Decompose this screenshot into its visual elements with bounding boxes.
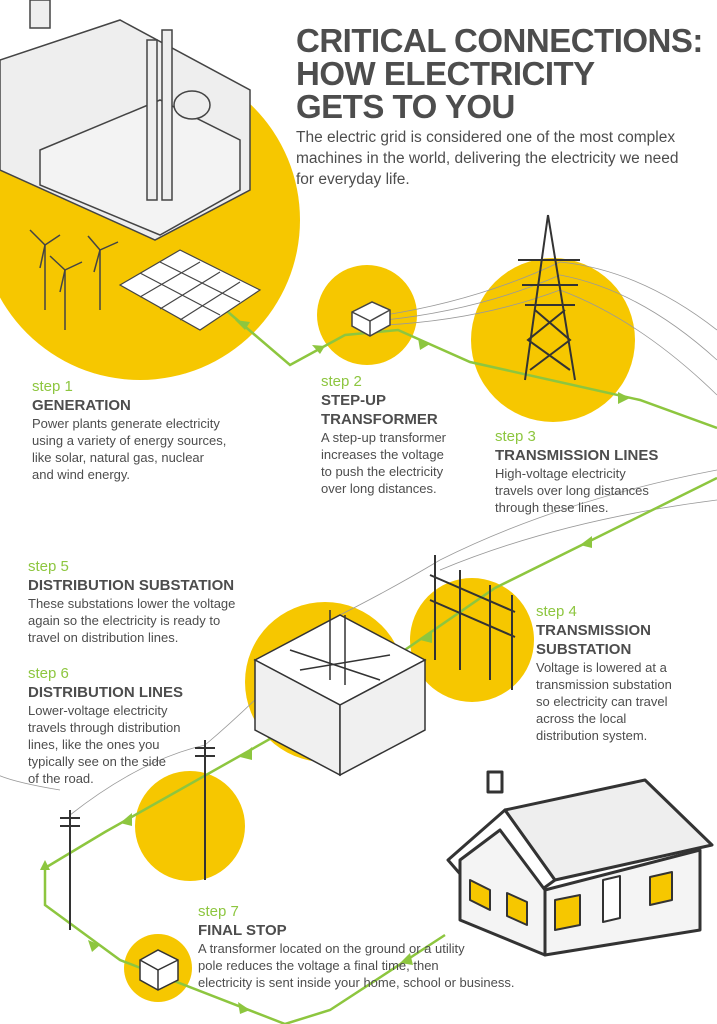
title-line: CRITICAL CONNECTIONS: — [296, 22, 703, 59]
wind-turbines-icon — [29, 229, 119, 330]
step-text: pole reduces the voltage a final time, t… — [198, 958, 439, 973]
step-text: lines, like the ones you — [28, 737, 160, 752]
step-6-distribution-lines: step 6 DISTRIBUTION LINES Lower-voltage … — [28, 664, 183, 787]
power-plant-icon — [0, 0, 251, 241]
step-text: increases the voltage — [321, 447, 444, 462]
step-text: like solar, natural gas, nuclear — [32, 450, 204, 465]
step-text: A step-up transformer — [321, 430, 446, 445]
step-2-step-up-transformer: step 2 STEP-UP TRANSFORMER A step-up tra… — [321, 372, 446, 497]
step-text: Lower-voltage electricity — [28, 703, 168, 718]
step-text: through these lines. — [495, 500, 609, 515]
step-text: and wind energy. — [32, 467, 131, 482]
page-subtitle: The electric grid is considered one of t… — [296, 129, 679, 188]
step-text: of the road. — [28, 771, 94, 786]
transmission-lines-circle — [471, 258, 635, 422]
step-text: These substations lower the voltage — [28, 596, 236, 611]
step-number: step 6 — [28, 665, 69, 682]
step-text: High-voltage electricity — [495, 466, 626, 481]
step-text: A transformer located on the ground or a… — [198, 941, 465, 956]
step-text: over long distances. — [321, 481, 437, 496]
step-heading: DISTRIBUTION SUBSTATION — [28, 577, 235, 594]
step-heading: TRANSMISSION LINES — [495, 447, 659, 464]
step-text: across the local — [536, 711, 627, 726]
title-line: HOW ELECTRICITY — [296, 55, 595, 92]
title-line: GETS TO YOU — [296, 88, 515, 125]
step-heading: TRANSMISSION — [536, 622, 652, 639]
step-heading: SUBSTATION — [536, 641, 632, 658]
step-number: step 2 — [321, 373, 362, 390]
step-text: so electricity can travel — [536, 694, 668, 709]
step-5-distribution-substation: step 5 DISTRIBUTION SUBSTATION These sub… — [28, 557, 235, 646]
step-text: travels through distribution — [28, 720, 181, 735]
electricity-flow-path — [199, 287, 717, 430]
flow-arrows — [40, 320, 630, 1014]
utility-poles-icon — [60, 740, 215, 930]
step-text: Power plants generate electricity — [32, 416, 220, 431]
power-wires — [0, 261, 717, 816]
transmission-substation-circle — [410, 578, 534, 702]
step-number: step 7 — [198, 903, 239, 920]
step-number: step 1 — [32, 378, 73, 395]
step-heading: STEP-UP — [321, 392, 387, 409]
step-text: Voltage is lowered at a — [536, 660, 667, 675]
step-heading: TRANSFORMER — [321, 411, 438, 428]
step-text: typically see on the side — [28, 754, 167, 769]
page-title: CRITICAL CONNECTIONS: HOW ELECTRICITY GE… — [296, 24, 716, 123]
transmission-tower-icon — [518, 214, 580, 381]
step-heading: DISTRIBUTION LINES — [28, 684, 184, 701]
ground-transformer-icon — [139, 949, 179, 991]
step-4-transmission-substation: step 4 TRANSMISSION SUBSTATION Voltage i… — [536, 602, 672, 744]
step-3-transmission-lines: step 3 TRANSMISSION LINES High-voltage e… — [495, 427, 658, 516]
step-text: travels over long distances — [495, 483, 649, 498]
step-text: transmission substation — [536, 677, 672, 692]
step-1-generation: step 1 GENERATION Power plants generate … — [32, 377, 226, 483]
step-text: again so the electricity is ready to — [28, 613, 221, 628]
step-number: step 3 — [495, 428, 536, 445]
solar-panels-icon — [118, 249, 262, 331]
step-7-final-stop: step 7 FINAL STOP A transformer located … — [198, 902, 514, 991]
distribution-substation-icon — [253, 610, 427, 777]
step-number: step 5 — [28, 558, 69, 575]
step-text: electricity is sent inside your home, sc… — [198, 975, 515, 990]
step-heading: FINAL STOP — [198, 922, 287, 939]
step-text: travel on distribution lines. — [28, 630, 179, 645]
transformer-icon — [351, 301, 391, 337]
transmission-substation-icon — [429, 555, 516, 690]
step-number: step 4 — [536, 603, 577, 620]
house-icon — [446, 770, 714, 957]
step-heading: GENERATION — [32, 397, 131, 414]
step-text: using a variety of energy sources, — [32, 433, 227, 448]
step-text: distribution system. — [536, 728, 648, 743]
step-text: to push the electricity — [321, 464, 444, 479]
distribution-lines-circle — [135, 771, 245, 881]
